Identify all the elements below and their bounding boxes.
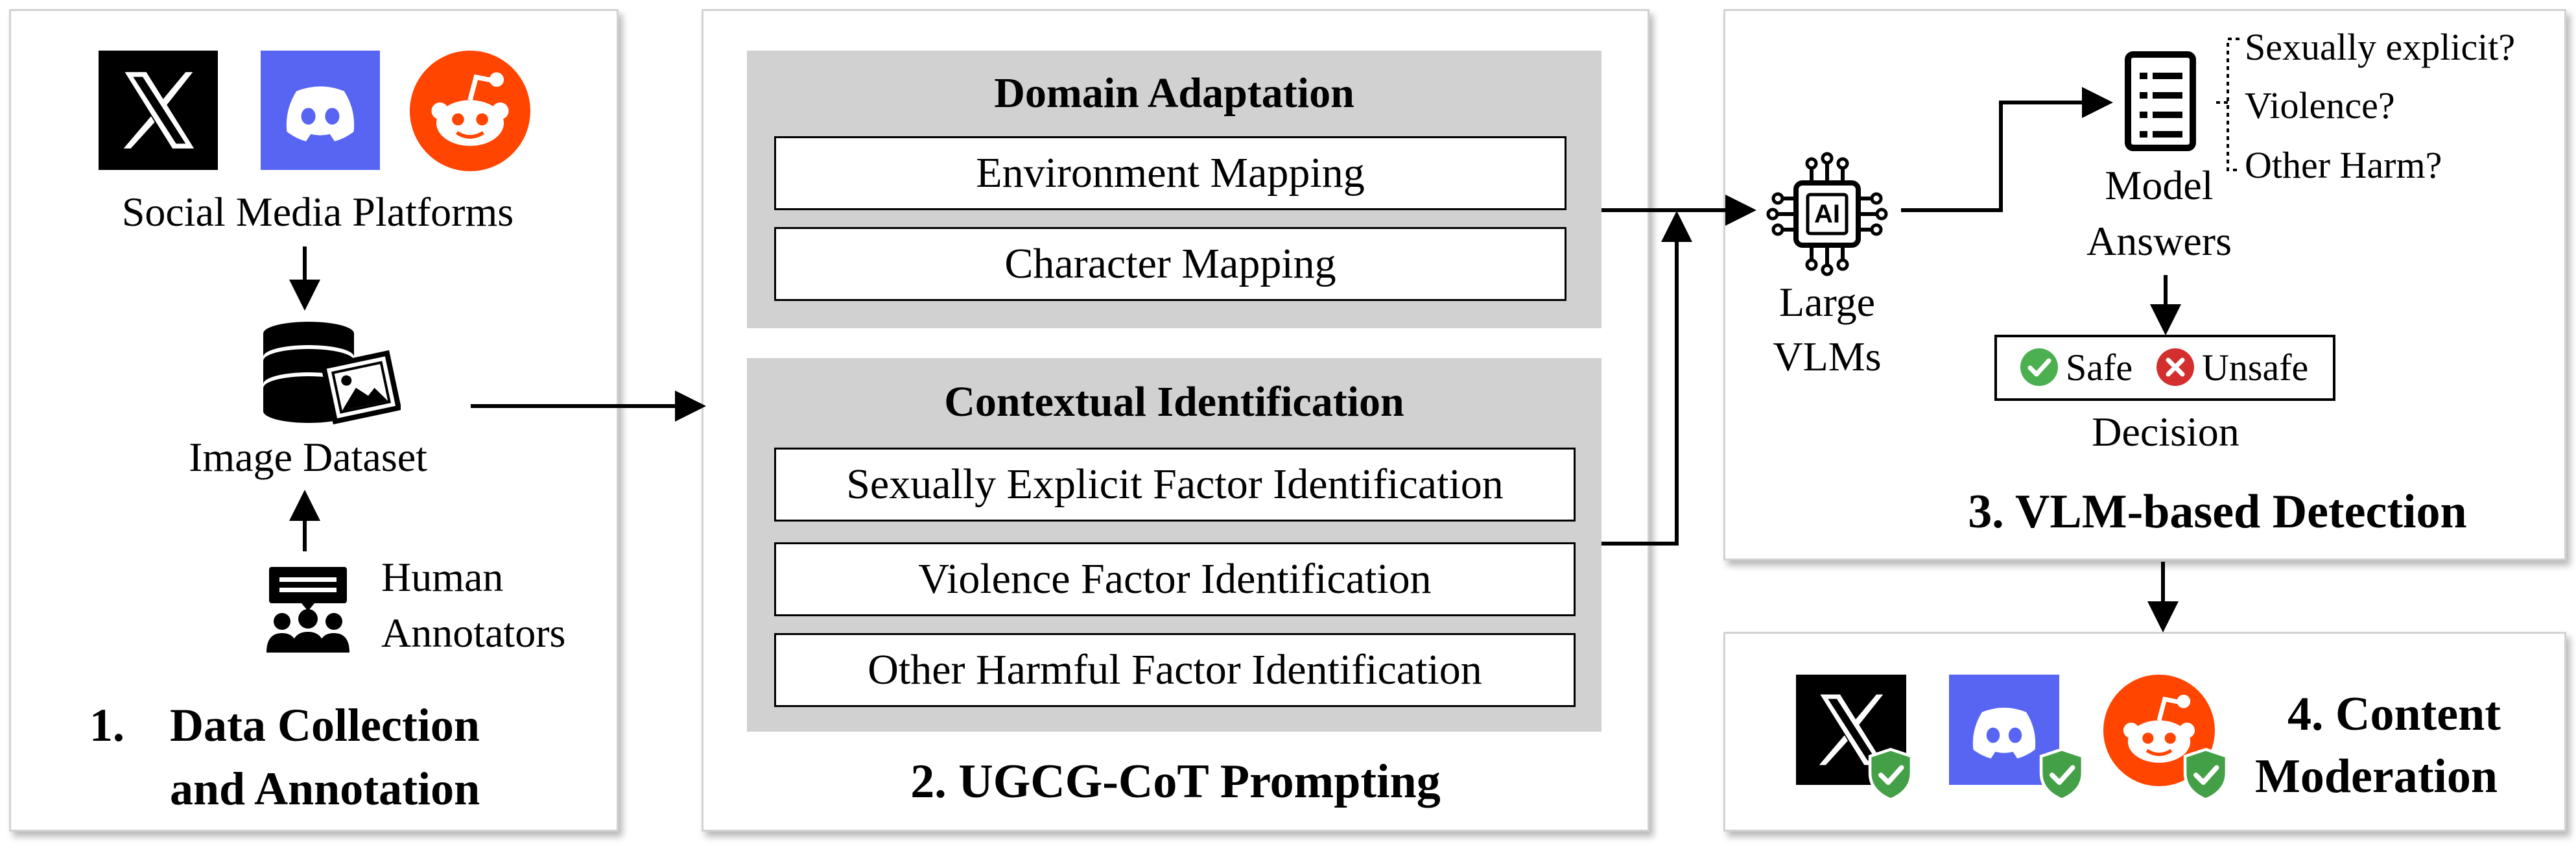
shield-check-icon [1866,747,1915,802]
shield-check-icon [2037,747,2086,802]
panel4-title-line1: 4. Content [2287,688,2501,741]
panel1-title-number: 1. [89,699,124,751]
question-sexually-explicit: Sexually explicit? [2245,26,2516,68]
panel1-title-line1: Data Collection [170,699,480,751]
ai-chip-text: AI [1814,199,1840,228]
unsafe-x-icon [2157,348,2194,386]
violence-factor-box: Violence Factor Identification [774,542,1576,616]
panel1-title-line2: and Annotation [170,763,480,815]
answers-label-line2: Answers [2086,218,2232,264]
environment-mapping-box: Environment Mapping [774,136,1566,210]
annotators-icon [266,567,349,653]
question-other-harm: Other Harm? [2245,144,2442,186]
unsafe-label: Unsafe [2202,346,2309,389]
platforms-label: Social Media Platforms [121,189,514,235]
vlm-label-line1: Large [1778,279,1876,325]
annotators-label-line2: Annotators [381,610,566,656]
question-violence: Violence? [2245,84,2395,126]
x-logo [99,51,218,170]
panel3-title: 3. VLM-based Detection [1968,485,2467,538]
panel2-title: 2. UGCG-CoT Prompting [910,754,1441,808]
panel4-title-line2: Moderation [2255,750,2498,803]
answers-label-line1: Model [2105,162,2214,208]
other-harmful-factor-box: Other Harmful Factor Identification [774,633,1576,707]
domain-adaptation-title: Domain Adaptation [994,69,1354,117]
dataset-label: Image Dataset [189,434,427,480]
discord-logo [261,51,380,170]
character-mapping-box: Character Mapping [774,227,1566,301]
safe-check-icon [2020,348,2058,386]
vlm-label-line2: VLMs [1773,333,1882,379]
database-image-icon [263,322,401,425]
decision-label: Decision [2092,409,2239,455]
safe-label: Safe [2066,346,2133,389]
annotators-label-line1: Human [381,554,504,600]
shield-check-icon [2181,747,2230,802]
sexually-explicit-factor-box: Sexually Explicit Factor Identification [774,448,1576,522]
reddit-logo [410,51,530,171]
contextual-identification-title: Contextual Identification [944,378,1404,426]
answers-document-icon [2125,51,2196,151]
ai-chip-icon [1766,152,1888,276]
